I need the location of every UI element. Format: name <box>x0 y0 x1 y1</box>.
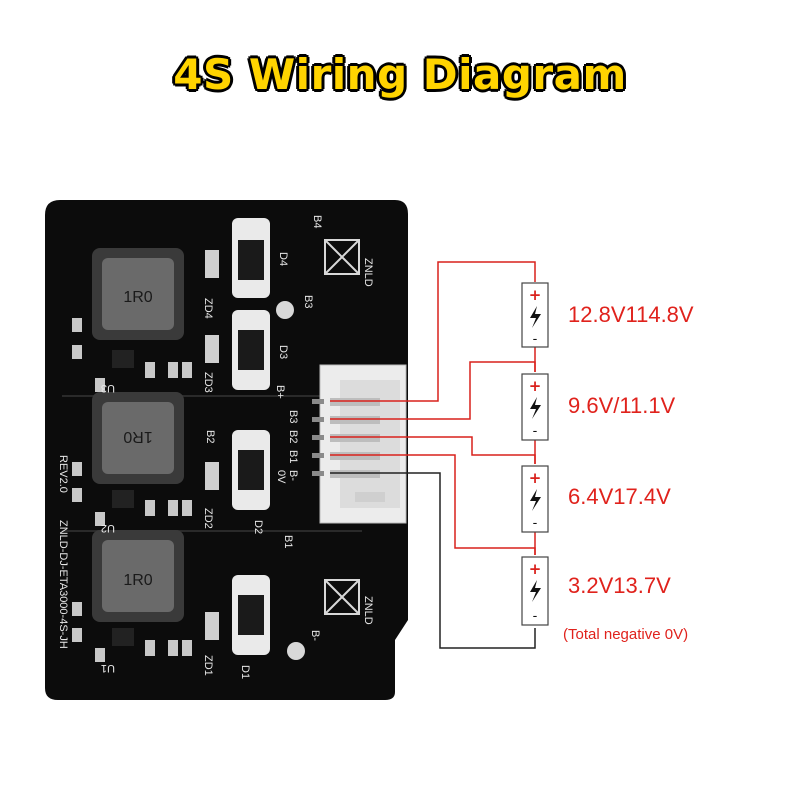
battery-plus: + <box>529 560 542 578</box>
wire-bplus <box>330 261 536 402</box>
conn-label-b1: B1 <box>287 450 299 463</box>
zener-label-zd1: ZD1 <box>202 655 214 676</box>
pad-label-b3: B3 <box>302 295 314 308</box>
wire-bminus <box>330 472 536 649</box>
ic-label-u2: U2 <box>101 522 115 534</box>
ic-chips <box>112 350 134 646</box>
battery-minus: - <box>533 609 538 624</box>
bolt-icon <box>530 306 541 328</box>
bolt-icon <box>530 489 541 511</box>
bolt-icon <box>530 397 541 419</box>
inductor-label: 1R0 <box>123 572 152 589</box>
pad-label-b4: B4 <box>311 215 323 228</box>
brand-logo-bottom <box>324 579 360 615</box>
diode-label-d4: D4 <box>277 252 289 266</box>
battery-minus: - <box>533 332 538 347</box>
pcb-model-text: ZNLD-DJ-ETA3000-4S-JH <box>57 520 69 649</box>
pad-label-bminus: B- <box>309 630 321 641</box>
total-negative-note: (Total negative 0V) <box>563 626 689 643</box>
pad-label-b1: B1 <box>282 535 294 548</box>
battery-minus: - <box>533 516 538 531</box>
jst-connector <box>312 364 407 524</box>
battery-plus: + <box>529 377 542 395</box>
diagram-title: 4S Wiring Diagram <box>173 50 627 99</box>
pcb-rev-text: REV2.0 <box>57 455 69 493</box>
voltage-label-b4: 12.8V114.8V <box>568 302 694 327</box>
battery-4: + - <box>521 556 549 626</box>
inductor-2: 1R0 <box>92 392 184 484</box>
zener-label-zd3: ZD3 <box>202 372 214 393</box>
conn-label-bminus: B- <box>287 470 299 481</box>
brand-text-top: ZNLD <box>362 258 374 287</box>
inductor-label: 1R0 <box>123 289 152 306</box>
zener-label-zd2: ZD2 <box>202 508 214 529</box>
diode-label-d3: D3 <box>277 345 289 359</box>
pad-label-b2: B2 <box>204 430 216 443</box>
battery-1: + - <box>521 282 549 348</box>
battery-plus: + <box>529 469 542 487</box>
mount-hole-bottom <box>287 642 305 660</box>
conn-label-b3: B3 <box>287 410 299 423</box>
battery-2: + - <box>521 373 549 441</box>
ic-label-u1: U1 <box>101 662 115 674</box>
voltage-label-b1: 3.2V13.7V <box>568 573 671 598</box>
inductor-1: 1R0 <box>92 248 184 340</box>
inductor-3: 1R0 <box>92 530 184 622</box>
zener-diodes <box>205 250 219 640</box>
conn-label-b2: B2 <box>287 430 299 443</box>
zero-v-label: 0V <box>275 470 287 484</box>
brand-text-bottom: ZNLD <box>362 596 374 625</box>
bolt-icon <box>530 580 541 602</box>
mount-hole-top <box>276 301 294 319</box>
smd-components <box>72 318 192 662</box>
ic-label-u3: U3 <box>101 382 115 394</box>
battery-minus: - <box>533 424 538 439</box>
diode-label-d2: D2 <box>252 520 264 534</box>
conn-label-bplus: B+ <box>274 385 286 399</box>
inductor-label: 1R0 <box>123 428 152 445</box>
battery-plus: + <box>529 286 542 304</box>
battery-3: + - <box>521 465 549 533</box>
diodes <box>232 218 270 655</box>
voltage-label-b3: 9.6V/11.1V <box>568 393 676 418</box>
zener-label-zd4: ZD4 <box>202 298 214 319</box>
wires <box>330 261 536 649</box>
brand-logo-top <box>324 239 360 275</box>
voltage-label-b2: 6.4V17.4V <box>568 484 671 509</box>
diode-label-d1: D1 <box>239 665 251 679</box>
